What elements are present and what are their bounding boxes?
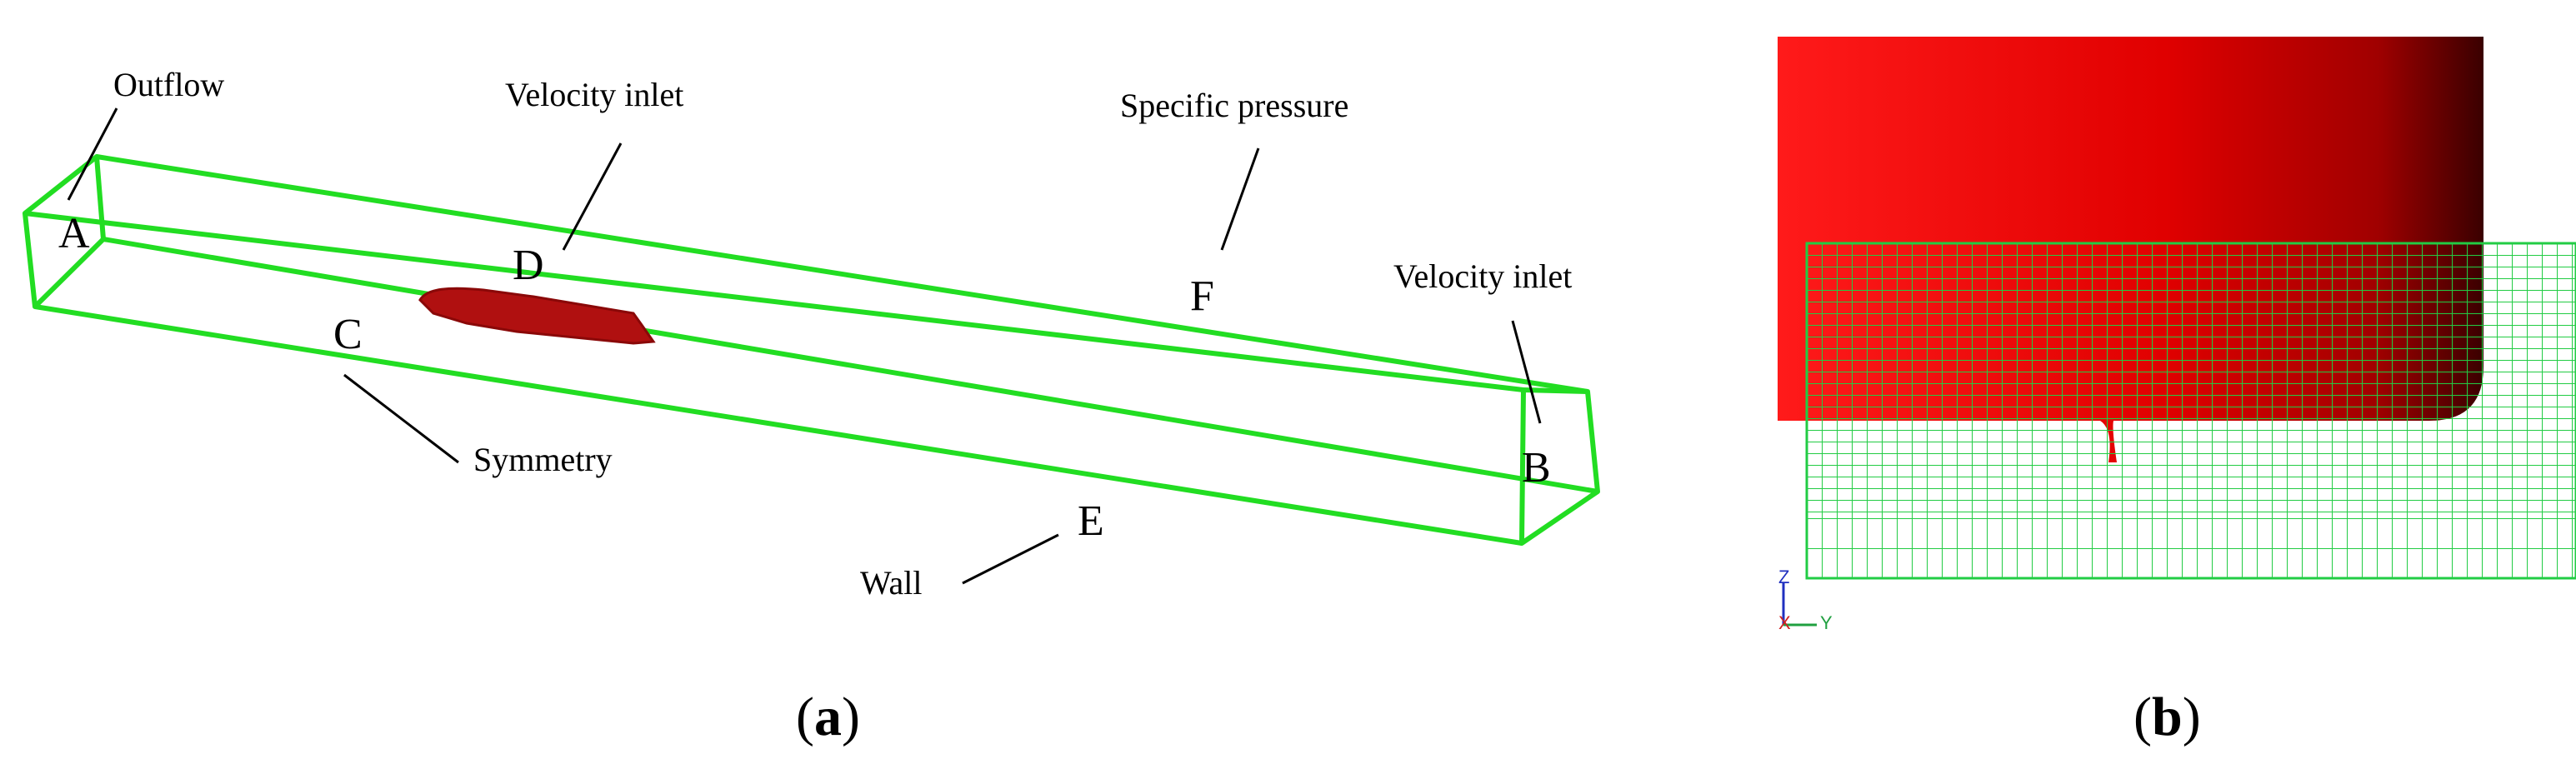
leader-wall bbox=[962, 533, 1059, 585]
axis-z-label: Z bbox=[1778, 567, 1789, 587]
face-letter-d: D bbox=[513, 242, 544, 289]
leader-outflow bbox=[67, 107, 118, 201]
domain-upper-edge bbox=[24, 211, 1524, 392]
leader-symmetry bbox=[343, 373, 459, 464]
label-wall: Wall bbox=[860, 564, 923, 602]
mesh-coarse-region bbox=[1807, 518, 2576, 578]
caption-b-letter: b bbox=[2152, 687, 2183, 747]
leader-velocity-inlet-top bbox=[562, 142, 623, 251]
caption-a-letter: a bbox=[814, 687, 842, 747]
mesh-fine-region bbox=[1807, 243, 2576, 518]
domain-lower-edge bbox=[34, 304, 1523, 546]
label-velocity-inlet-right: Velocity inlet bbox=[1393, 257, 1572, 295]
domain-top-edge bbox=[96, 154, 1588, 394]
axis-triad: Z X Y bbox=[1778, 567, 1833, 633]
ship-hull bbox=[418, 287, 656, 345]
caption-a-open: ( bbox=[796, 687, 814, 747]
mesh-border bbox=[1805, 242, 2576, 580]
leader-specific-pressure bbox=[1220, 147, 1260, 251]
label-symmetry: Symmetry bbox=[473, 441, 613, 478]
panel-b: Z X Y (b) bbox=[1778, 37, 2576, 747]
leader-lines bbox=[67, 107, 1542, 585]
face-letter-f: F bbox=[1190, 272, 1214, 320]
axis-x-label: X bbox=[1778, 612, 1791, 633]
domain-middle-edge bbox=[103, 237, 1598, 494]
panel-a: Outflow Velocity inlet Specific pressure… bbox=[23, 66, 1600, 747]
domain-box bbox=[23, 154, 1600, 546]
caption-a: (a) bbox=[796, 687, 860, 747]
label-specific-pressure: Specific pressure bbox=[1120, 87, 1348, 124]
face-letter-a: A bbox=[58, 210, 90, 257]
label-velocity-inlet-top: Velocity inlet bbox=[505, 76, 683, 113]
caption-b: (b) bbox=[2133, 687, 2201, 747]
axis-y-label: Y bbox=[1820, 612, 1833, 633]
face-letter-e: E bbox=[1078, 497, 1104, 545]
face-letter-b: B bbox=[1522, 444, 1551, 492]
caption-b-close: ) bbox=[2183, 687, 2201, 747]
caption-b-open: ( bbox=[2133, 687, 2152, 747]
label-outflow: Outflow bbox=[113, 66, 224, 103]
leader-velocity-inlet-right bbox=[1511, 320, 1542, 424]
caption-a-close: ) bbox=[842, 687, 860, 747]
face-letter-c: C bbox=[333, 311, 363, 358]
